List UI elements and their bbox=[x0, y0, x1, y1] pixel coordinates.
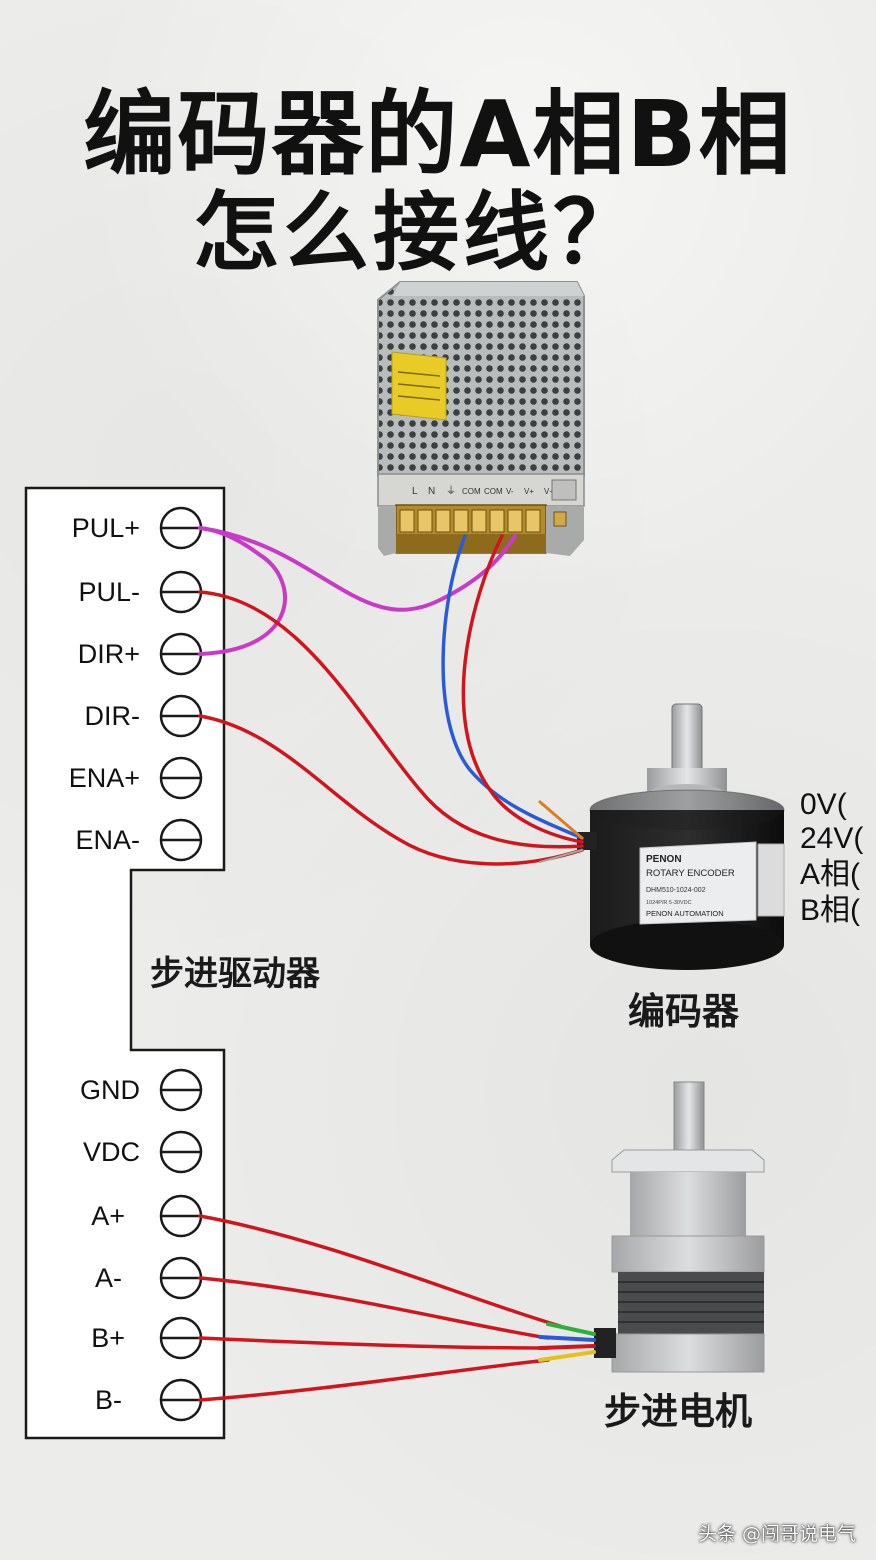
motor-caption: 步进电机 bbox=[604, 1390, 752, 1433]
ps-terminal-mark: L bbox=[412, 486, 418, 497]
terminal-label: A+ bbox=[91, 1201, 125, 1231]
wire-blue-encoder-0v bbox=[441, 534, 584, 840]
terminal-a-plus[interactable]: A+ bbox=[91, 1194, 203, 1238]
terminal-label: DIR+ bbox=[78, 639, 140, 669]
ps-terminal-mark: N bbox=[428, 486, 435, 497]
motor-shaft bbox=[673, 1081, 705, 1163]
ps-terminal-mark: V- bbox=[506, 487, 514, 496]
ps-terminal-mark: COM bbox=[462, 487, 481, 496]
wire-red-pul-minus bbox=[198, 590, 584, 849]
wire-motor-b-minus bbox=[198, 1358, 550, 1402]
wire-orange-stub bbox=[538, 800, 584, 840]
encoder-model: ROTARY ENCODER bbox=[646, 868, 735, 879]
driver-top-terminals: PUL+ PUL- DIR+ DIR- ENA+ ENA- bbox=[69, 506, 203, 862]
encoder-spec: 1024P/R 5-30VDC bbox=[646, 900, 692, 906]
encoder-wire-label: A相( bbox=[800, 858, 860, 891]
terminal-label: GND bbox=[80, 1075, 140, 1105]
driver-bottom-terminals: GND VDC A+ A- B+ B- bbox=[80, 1068, 203, 1422]
encoder-maker: PENON AUTOMATION bbox=[646, 909, 724, 918]
stepper-motor bbox=[594, 1081, 765, 1373]
motor-cable-gland bbox=[594, 1328, 616, 1358]
wire-red-encoder-24v bbox=[461, 534, 584, 844]
terminal-label: ENA- bbox=[75, 825, 140, 855]
terminal-label: B- bbox=[95, 1385, 122, 1415]
ps-terminal-mark: ⏚ bbox=[446, 485, 456, 497]
power-supply: L N ⏚ COM COM V- V+ V+ bbox=[377, 281, 585, 556]
encoder-wire-legend: 0V( 24V( A相( B相( bbox=[800, 788, 863, 927]
wire-red-dir-minus bbox=[198, 714, 584, 866]
terminal-label: PUL- bbox=[78, 577, 140, 607]
terminal-marking-strip bbox=[377, 473, 585, 507]
encoder-caption: 编码器 bbox=[628, 990, 740, 1033]
terminal-b-plus[interactable]: B+ bbox=[91, 1316, 203, 1360]
encoder-wire-label: 0V( bbox=[800, 788, 847, 821]
terminal-ena-minus[interactable]: ENA- bbox=[75, 818, 203, 862]
ps-terminal-mark: V+ bbox=[524, 487, 534, 496]
wires bbox=[198, 526, 596, 1402]
terminal-b-minus[interactable]: B- bbox=[95, 1378, 203, 1422]
encoder-wire-label: B相( bbox=[800, 894, 860, 927]
watermark: 头条 @闯哥说电气 bbox=[697, 1523, 856, 1545]
title-line-2: 怎么接线？ bbox=[193, 183, 643, 283]
terminal-label: B+ bbox=[91, 1323, 125, 1353]
driver-caption: 步进驱动器 bbox=[150, 954, 321, 994]
terminal-label: VDC bbox=[83, 1137, 140, 1167]
ps-terminal-mark: V+ bbox=[544, 487, 554, 496]
rotary-encoder: PENON ROTARY ENCODER DHM510-1024-002 102… bbox=[577, 703, 785, 970]
wire-magenta-dir-plus bbox=[198, 526, 287, 656]
encoder-sticker bbox=[639, 841, 757, 925]
encoder-wire-label: 24V( bbox=[800, 822, 863, 855]
terminal-vdc[interactable]: VDC bbox=[83, 1130, 203, 1174]
terminal-ena-plus[interactable]: ENA+ bbox=[69, 756, 203, 800]
wire-motor-a-minus bbox=[198, 1276, 550, 1340]
terminal-label: PUL+ bbox=[72, 513, 140, 543]
terminal-gnd[interactable]: GND bbox=[80, 1068, 203, 1112]
terminal-pul-minus[interactable]: PUL- bbox=[78, 570, 203, 614]
ps-terminal-mark: COM bbox=[484, 487, 503, 496]
title-line-1: 编码器的A相B相 bbox=[83, 81, 793, 188]
encoder-brand: PENON bbox=[646, 854, 682, 865]
terminal-label: A- bbox=[95, 1263, 122, 1293]
terminal-label: ENA+ bbox=[69, 763, 140, 793]
terminal-dir-plus[interactable]: DIR+ bbox=[78, 632, 203, 676]
wire-magenta-pul-plus bbox=[198, 526, 517, 612]
encoder-part-no: DHM510-1024-002 bbox=[646, 887, 706, 894]
terminal-label: DIR- bbox=[85, 701, 141, 731]
wire-motor-b-plus bbox=[198, 1336, 550, 1350]
terminal-pul-plus[interactable]: PUL+ bbox=[72, 506, 203, 550]
terminal-a-minus[interactable]: A- bbox=[95, 1256, 203, 1300]
wire-motor-a-plus bbox=[198, 1214, 562, 1328]
